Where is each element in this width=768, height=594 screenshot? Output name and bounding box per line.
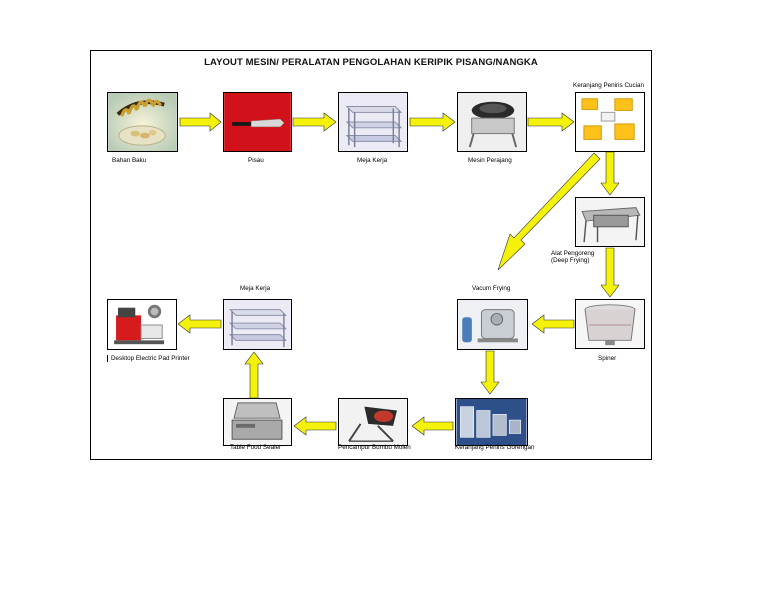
spiner-image (575, 299, 645, 349)
table-food-sealer-label: Table Food Sealer (230, 444, 282, 451)
pencampur-bumbu-label: Pencampur Bumbu Molen (338, 444, 411, 451)
pisau-label: Pisau (248, 157, 264, 164)
arrow-vacum-to-gorengan (480, 350, 500, 395)
arrow-pengoreng-to-spiner (600, 247, 620, 298)
vacum-frying-image (457, 299, 528, 350)
alat-pengoreng-label: Alat Pengoreng (551, 250, 595, 257)
arrow-pencampur-to-sealer (293, 416, 337, 436)
bahan-baku-label: Bahan Baku (112, 157, 147, 164)
desktop-printer-image (107, 299, 177, 350)
arrow-meja-to-perajang (409, 112, 456, 132)
keranjang-gorengan-image (455, 398, 528, 446)
arrow-sealer-to-meja2 (244, 351, 264, 399)
meja-kerja-1-image (338, 92, 408, 152)
diagram-title: LAYOUT MESIN/ PERALATAN PENGOLAHAN KERIP… (204, 57, 538, 68)
arrow-meja2-to-printer (177, 314, 222, 334)
vacum-frying-label: Vacum Frying (472, 285, 511, 292)
meja-kerja-2-label: Meja Kerja (240, 285, 271, 292)
keranjang-cucian-image (575, 92, 645, 152)
arrow-gorengan-to-pencampur (411, 416, 454, 436)
meja-kerja-2-image (223, 299, 292, 350)
meja-kerja-1-label: Meja Kerja (357, 157, 388, 164)
spiner-label: Spiner (598, 355, 617, 362)
keranjang-cucian-label: Keranjang Peniris Cucian (573, 82, 645, 89)
alat-pengoreng-sublabel: (Deep Frying) (551, 257, 590, 264)
arrow-perajang-to-keranjang (527, 112, 575, 132)
alat-pengoreng-image (575, 197, 645, 247)
mesin-perajang-image (457, 92, 527, 152)
table-food-sealer-image (223, 398, 292, 446)
bahan-baku-image (107, 92, 178, 152)
arrow-pisau-to-meja (292, 112, 337, 132)
pisau-image (223, 92, 292, 152)
arrow-keranjang-to-pengoreng (600, 151, 620, 196)
arrow-bahan-to-pisau (179, 112, 222, 132)
arrow-keranjang-to-vacum (497, 152, 601, 271)
mesin-perajang-label: Mesin Perajang (468, 157, 512, 164)
pencampur-bumbu-image (338, 398, 408, 446)
arrow-spiner-to-vacum (531, 314, 575, 334)
desktop-printer-label: Desktop Electric Pad Printer (107, 355, 190, 362)
keranjang-gorengan-label: Keranjang Peniris Gorengan (455, 444, 535, 451)
